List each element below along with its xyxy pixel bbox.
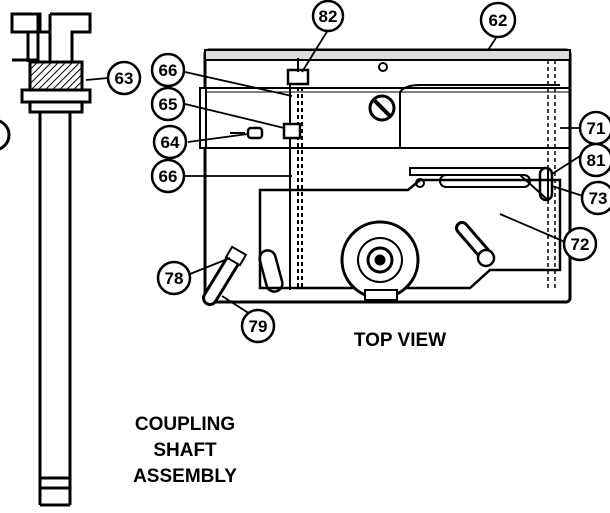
screw-top [378, 62, 388, 72]
left-slot [258, 249, 284, 293]
callout-circle-82 [311, 0, 345, 33]
callout-64: 64 [161, 133, 180, 152]
part-65 [282, 122, 302, 140]
callout-circle-79 [240, 308, 276, 344]
callout-circle-63 [106, 60, 142, 96]
callout-circles [106, 0, 610, 344]
bracket-82 [286, 68, 310, 86]
callout-66-upper: 66 [159, 61, 178, 80]
callout-circle-65 [150, 86, 186, 122]
callout-66-lower: 66 [159, 167, 178, 186]
callout-cut-off [0, 119, 11, 151]
coupling-shaft-caption: COUPLING SHAFT ASSEMBLY [110, 412, 260, 490]
callout-circle-81 [578, 142, 610, 178]
callout-79: 79 [249, 317, 268, 336]
callout-circle-78 [156, 260, 192, 296]
callout-circle-72 [562, 226, 598, 262]
callout-73: 73 [589, 189, 608, 208]
coupling-flange [20, 88, 92, 104]
slot-73 [538, 166, 554, 202]
callout-labels: 63 82 62 66 65 64 66 71 81 73 72 78 79 [115, 7, 608, 336]
callout-circle-66b [150, 158, 186, 194]
callout-circle-62 [479, 1, 517, 39]
top-view-caption: TOP VIEW [353, 330, 447, 351]
slot-72 [439, 174, 531, 188]
callout-circle-66a [150, 52, 186, 88]
coupling-caption-line-1: COUPLING [134, 414, 236, 435]
lever-knob [476, 248, 496, 268]
callout-62: 62 [489, 11, 508, 30]
coupling-caption-line-2: SHAFT [153, 440, 217, 461]
part-64 [246, 126, 264, 140]
coupling-collar [28, 60, 84, 92]
callout-63: 63 [115, 69, 134, 88]
callout-78: 78 [165, 269, 184, 288]
coupling-caption-line-3: ASSEMBLY [133, 466, 237, 487]
callout-71: 71 [587, 119, 606, 138]
coupling-shaft-assembly [0, 12, 92, 507]
leader-lines [85, 29, 588, 315]
callout-82: 82 [319, 7, 338, 26]
top-view [199, 48, 572, 306]
callout-circle-73 [580, 180, 610, 216]
callout-72: 72 [571, 235, 590, 254]
callout-circle-64 [152, 124, 188, 160]
callout-65: 65 [159, 95, 178, 114]
callout-81: 81 [587, 151, 606, 170]
